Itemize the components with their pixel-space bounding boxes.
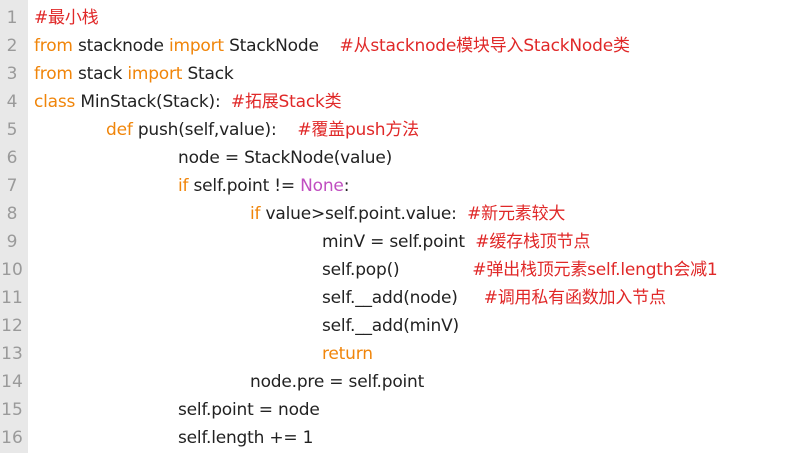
code-line: 8 if value>self.point.value: #新元素较大	[0, 200, 797, 228]
text-token: self.point = node	[178, 400, 320, 420]
text-token: minV = self.point	[322, 232, 476, 252]
text-token: push(self,value):	[132, 120, 298, 140]
keyword-token: def	[106, 120, 133, 140]
code-line: 12 self.__add(minV)	[0, 312, 797, 340]
comment-token: #弹出栈顶元素self.length会减1	[472, 260, 718, 280]
line-code: minV = self.point #缓存栈顶节点	[322, 228, 590, 256]
code-line: 10 self.pop() #弹出栈顶元素self.length会减1	[0, 256, 797, 284]
text-token: MinStack(Stack):	[75, 92, 231, 112]
line-number: 14	[1, 372, 23, 392]
line-code: if self.point != None:	[178, 172, 349, 200]
code-line: 11 self.__add(node) #调用私有函数加入节点	[0, 284, 797, 312]
line-code: return	[322, 340, 373, 368]
code-line: 13 return	[0, 340, 797, 368]
comment-token: #拓展Stack类	[230, 92, 342, 112]
line-code: node = StackNode(value)	[178, 144, 392, 172]
code-line: 6 node = StackNode(value)	[0, 144, 797, 172]
text-token: node = StackNode(value)	[178, 148, 393, 168]
line-code: self.__add(node) #调用私有函数加入节点	[322, 284, 666, 312]
code-line: 4 class MinStack(Stack): #拓展Stack类	[0, 88, 797, 116]
comment-token: #覆盖push方法	[297, 120, 419, 140]
line-code: self.length += 1	[178, 424, 313, 452]
line-code: from stacknode import StackNode #从stackn…	[34, 32, 630, 60]
line-number: 5	[6, 120, 18, 140]
keyword-token: if	[178, 176, 189, 196]
text-token: stacknode	[72, 36, 169, 56]
line-code: from stack import Stack	[34, 60, 234, 88]
code-line: 14 node.pre = self.point	[0, 368, 797, 396]
code-line: 1 #最小栈	[0, 4, 797, 32]
keyword-token: if	[250, 204, 261, 224]
line-code: class MinStack(Stack): #拓展Stack类	[34, 88, 342, 116]
code-line: 15 self.point = node	[0, 396, 797, 424]
line-code: node.pre = self.point	[250, 368, 424, 396]
comment-token: #缓存栈顶节点	[475, 232, 591, 252]
constant-token: None	[300, 176, 344, 196]
text-token: StackNode	[223, 36, 340, 56]
line-number: 10	[1, 260, 23, 280]
text-token: self.__add(minV)	[322, 316, 459, 336]
text-token: self.pop()	[322, 260, 473, 280]
code-line: 2 from stacknode import StackNode #从stack…	[0, 32, 797, 60]
line-number: 16	[1, 428, 23, 448]
line-number: 9	[6, 232, 18, 252]
text-token: self.__add(node)	[322, 288, 484, 308]
keyword-token: class	[34, 92, 76, 112]
line-number: 4	[6, 92, 18, 112]
code-line: 7 if self.point != None:	[0, 172, 797, 200]
text-token: value>self.point.value:	[260, 204, 468, 224]
line-number: 12	[1, 316, 23, 336]
line-number: 3	[6, 64, 18, 84]
line-code: if value>self.point.value: #新元素较大	[250, 200, 565, 228]
comment-token: #新元素较大	[467, 204, 566, 224]
code-line: 9 minV = self.point #缓存栈顶节点	[0, 228, 797, 256]
line-code: self.pop() #弹出栈顶元素self.length会减1	[322, 256, 718, 284]
keyword-token: from	[34, 64, 73, 84]
line-number: 1	[6, 8, 18, 28]
text-token: node.pre = self.point	[250, 372, 425, 392]
line-number-gutter	[0, 0, 28, 453]
text-token: :	[343, 176, 350, 196]
comment-token: #调用私有函数加入节点	[483, 288, 666, 308]
line-number: 8	[6, 204, 18, 224]
text-token: self.length += 1	[178, 428, 314, 448]
keyword-token: import	[127, 64, 183, 84]
line-number: 15	[1, 400, 23, 420]
line-code: #最小栈	[34, 4, 99, 32]
code-line: 16 self.length += 1	[0, 424, 797, 452]
comment-token: #最小栈	[34, 8, 99, 28]
line-code: self.__add(minV)	[322, 312, 459, 340]
code-line: 3 from stack import Stack	[0, 60, 797, 88]
line-number: 13	[1, 344, 23, 364]
line-number: 6	[6, 148, 18, 168]
keyword-token: from	[34, 36, 73, 56]
text-token: stack	[72, 64, 128, 84]
keyword-token: import	[168, 36, 224, 56]
code-line: 5 def push(self,value): #覆盖push方法	[0, 116, 797, 144]
line-number: 2	[6, 36, 18, 56]
text-token: Stack	[182, 64, 234, 84]
line-number: 7	[6, 176, 18, 196]
line-code: def push(self,value): #覆盖push方法	[106, 116, 419, 144]
line-number: 11	[1, 288, 23, 308]
line-code: self.point = node	[178, 396, 320, 424]
comment-token: #从stacknode模块导入StackNode类	[339, 36, 630, 56]
text-token: self.point !=	[188, 176, 301, 196]
keyword-token: return	[322, 344, 373, 364]
